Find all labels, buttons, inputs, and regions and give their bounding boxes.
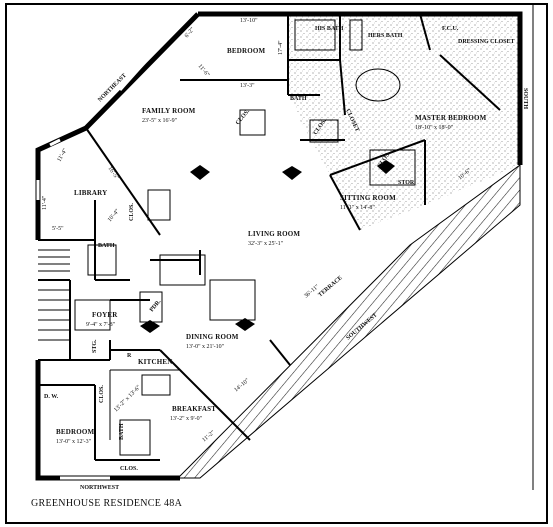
sitting-room-dim: 11'-1" x 14'-8" <box>340 205 375 211</box>
dressing-closet-label: DRESSING CLOSET <box>458 39 515 45</box>
orientation-south: SOUTH <box>522 88 528 109</box>
terrace-band <box>176 164 521 479</box>
stair <box>38 249 70 341</box>
dimension: 5'-5" <box>52 226 64 232</box>
breakfast-label: BREAKFAST <box>172 405 216 413</box>
foyer-dim: 9'-4" x 7'-8" <box>86 322 116 328</box>
pdr-tag: PDR. <box>149 298 163 313</box>
bath-tag: BATH <box>98 243 115 249</box>
dimension: 17'-4" <box>278 40 284 55</box>
bath-tag: BATH <box>119 423 125 440</box>
clos-tag: CLOS. <box>120 466 138 472</box>
fcu-tag: F.C.U. <box>442 26 459 32</box>
living-room-label: LIVING ROOM <box>248 230 300 238</box>
dimension: 11'-4" <box>42 195 48 210</box>
clos-tag: CLOS. <box>129 203 135 221</box>
foyer-label: FOYER <box>92 311 118 319</box>
dimension: 10'-4" <box>107 208 121 223</box>
dimension: 14'-10" <box>233 377 251 393</box>
orientation-northwest: NORTHWEST <box>80 485 119 491</box>
hers-bath-label: HERS BATH <box>368 33 403 39</box>
family-room-dim: 23'-5" x 16'-9" <box>142 118 178 124</box>
breakfast-dim: 13'-2" x 9'-0" <box>170 416 203 422</box>
clos-tag: CLOS. <box>99 385 105 403</box>
dining-room-label: DINING ROOM <box>186 333 239 341</box>
master-bedroom-label: MASTER BEDROOM <box>415 114 487 122</box>
dimension: 11'-6" <box>196 63 210 78</box>
dimension: 11'-4" <box>57 147 70 163</box>
dimension: 13'-3" <box>240 83 255 89</box>
bedroom-bottom-dim: 13'-0" x 12'-3" <box>56 439 92 445</box>
living-room-dim: 32'-3" x 25'-1" <box>248 241 284 247</box>
master-bedroom-dim: 18'-10" x 18'-0" <box>415 125 454 131</box>
his-bath-label: HIS BATH <box>315 26 344 32</box>
kitchen-label: KITCHEN <box>138 358 172 366</box>
dimension: 13'-10" <box>240 18 258 24</box>
dimension: 36'-11" <box>303 283 321 299</box>
interior-walls <box>38 13 501 461</box>
dimension: 13'-2" x 13'-6" <box>113 384 142 413</box>
stg-tag: STG. <box>92 339 98 353</box>
terrace-label: TERRACE <box>317 275 343 298</box>
fixtures <box>74 19 416 456</box>
dining-room-dim: 13'-0" x 21'-10" <box>186 344 225 350</box>
page-border <box>5 3 548 524</box>
family-room-label: FAMILY ROOM <box>142 107 196 115</box>
dimension: 16'-5" <box>106 166 120 182</box>
master-suite-fill <box>288 14 520 230</box>
structural-columns <box>140 160 395 333</box>
library-label: LIBRARY <box>74 189 107 197</box>
bedroom-top-label: BEDROOM <box>227 47 266 55</box>
stor-tag: STOR. <box>398 180 416 186</box>
bath-tag: BATH <box>290 96 307 102</box>
r-tag: R <box>127 353 132 359</box>
sitting-room-label: SITTING ROOM <box>340 194 396 202</box>
plan-caption: GREENHOUSE RESIDENCE 48A <box>31 498 183 509</box>
dw-tag: D. W. <box>44 394 59 400</box>
clos-tag: CLOS. <box>235 108 251 126</box>
bedroom-bottom-label: BEDROOM <box>56 428 95 436</box>
window-gaps <box>36 61 147 480</box>
